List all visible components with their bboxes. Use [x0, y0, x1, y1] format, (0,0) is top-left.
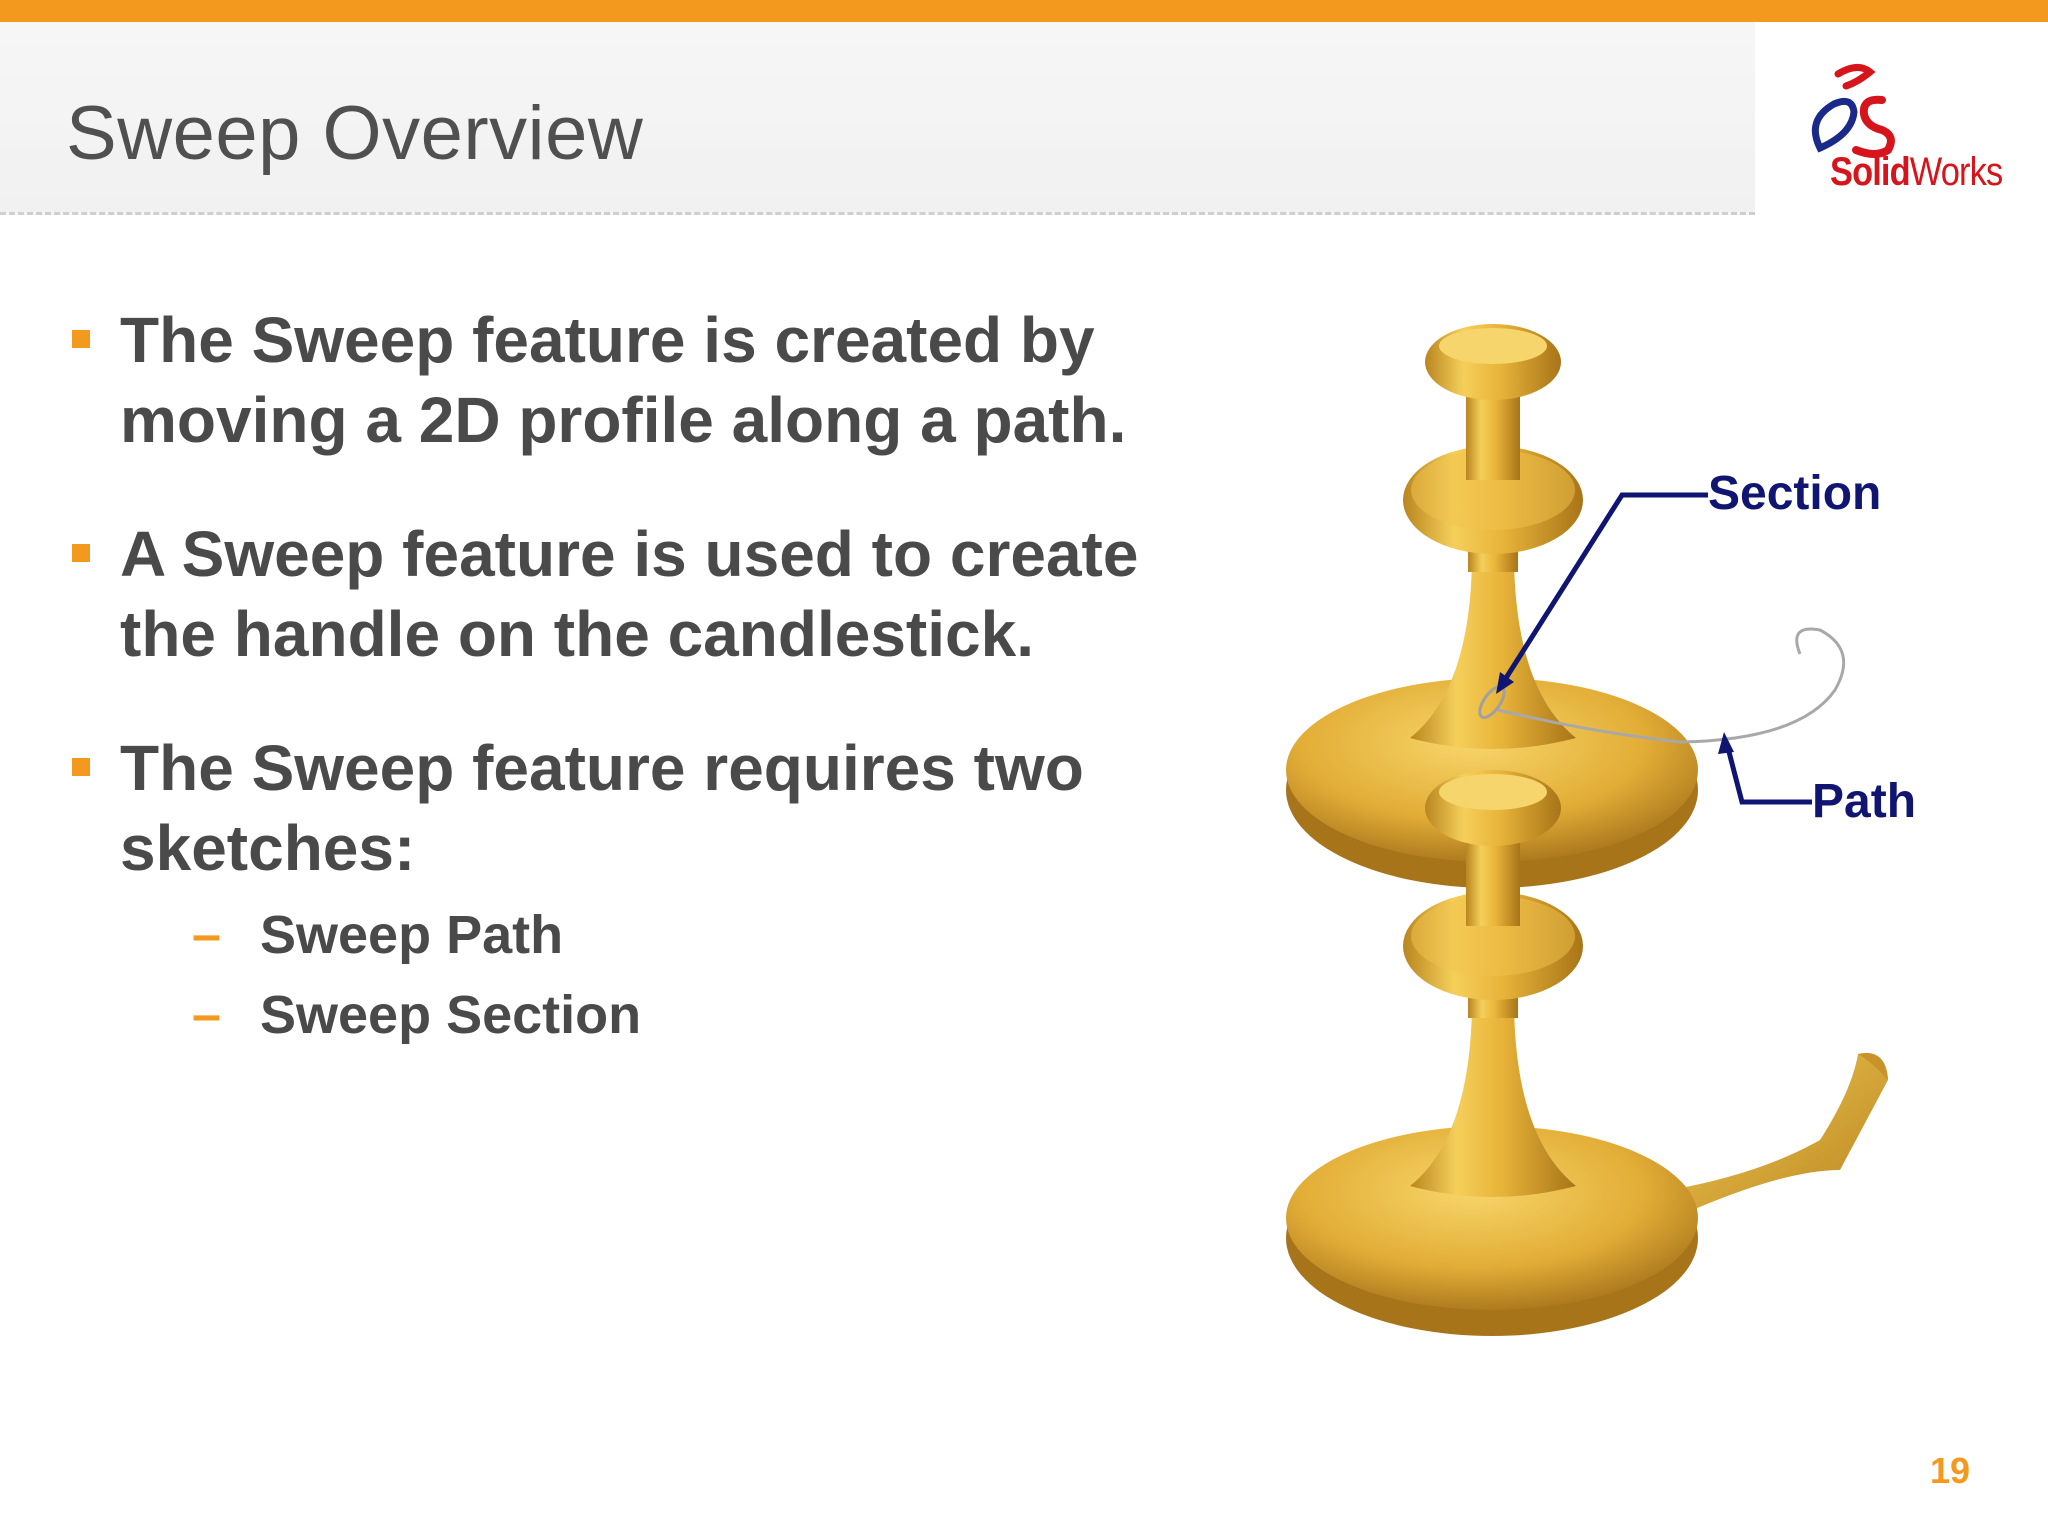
solidworks-logo: SolidWorks: [1790, 60, 2020, 210]
sub-bullet-item: – Sweep Section: [120, 982, 1250, 1062]
top-accent-stripe: [0, 0, 2048, 22]
candlestick-top: [1286, 324, 1698, 888]
page-number: 19: [1930, 1450, 1971, 1491]
bullet-text: The Sweep feature is created by moving a…: [120, 304, 1127, 456]
path-label: Path: [1812, 775, 1917, 828]
sub-bullet-text: Sweep Path: [260, 905, 564, 965]
bullet-text: The Sweep feature requires two sketches:: [120, 732, 1084, 884]
logo-text-solid: Solid: [1830, 150, 1911, 194]
title-band: Sweep Overview: [0, 22, 1755, 215]
sub-bullet-text: Sweep Section: [260, 985, 642, 1045]
bullet-list: The Sweep feature is created by moving a…: [70, 300, 1250, 1116]
logo-wordmark: SolidWorks: [1830, 150, 2003, 195]
slide-title: Sweep Overview: [66, 91, 644, 176]
bullet-item: A Sweep feature is used to create the ha…: [70, 514, 1250, 674]
arrow-head-icon: [1718, 732, 1734, 754]
dash-icon: –: [192, 986, 221, 1044]
sub-bullet-item: – Sweep Path: [120, 902, 1250, 982]
candlestick-illustration: [1286, 324, 1888, 1336]
bullet-text: A Sweep feature is used to create the ha…: [120, 518, 1139, 670]
dash-icon: –: [192, 906, 221, 964]
bullet-square-icon: [72, 330, 90, 348]
bullet-square-icon: [72, 758, 90, 776]
path-leader-line: [1725, 747, 1812, 805]
logo-text-works: Works: [1909, 150, 2003, 194]
section-label: Section: [1708, 467, 1882, 520]
ds-logo-icon: [1811, 64, 1895, 158]
bullet-item: The Sweep feature is created by moving a…: [70, 300, 1250, 460]
sweep-path-sketch: [1497, 627, 1846, 744]
arrow-head-icon: [1496, 672, 1514, 694]
candlestick-bottom: [1286, 770, 1888, 1336]
bullet-square-icon: [72, 544, 90, 562]
sub-bullet-list: – Sweep Path – Sweep Section: [120, 902, 1250, 1062]
candlestick-figure: Section Path: [1260, 290, 1980, 1370]
bullet-item: The Sweep feature requires two sketches:…: [70, 728, 1250, 1062]
section-leader-line: [1503, 492, 1708, 680]
